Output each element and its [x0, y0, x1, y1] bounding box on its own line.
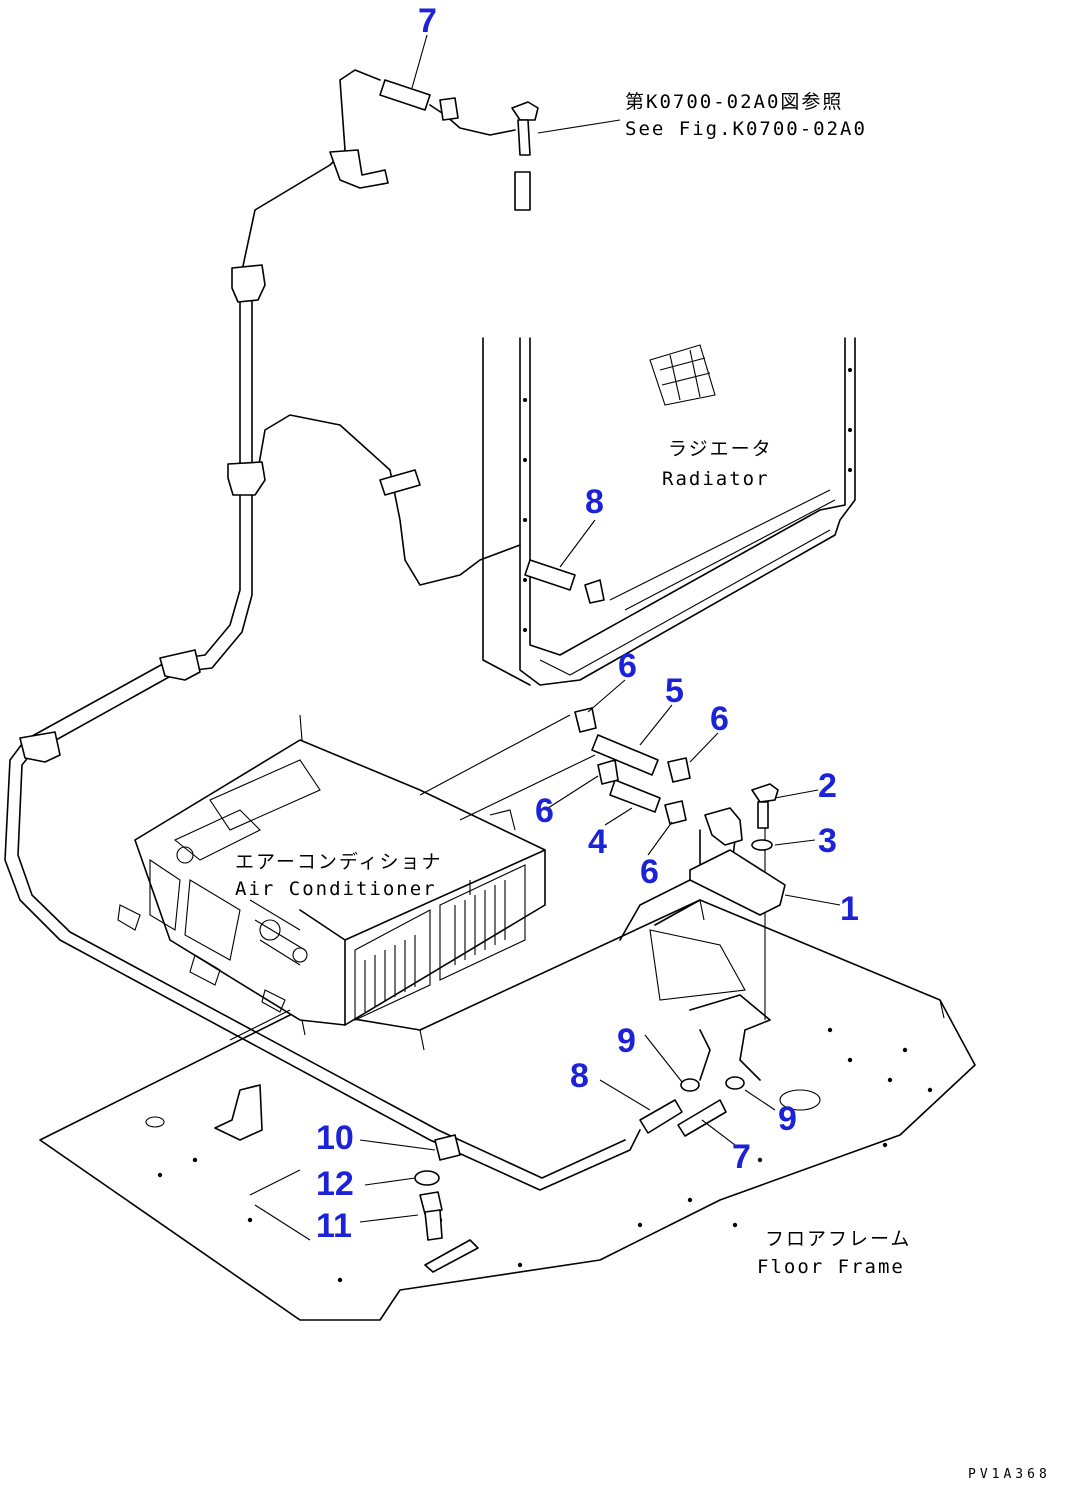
callout-6-b: 6 [710, 700, 729, 738]
air-conditioner-unit [117, 714, 546, 1026]
callout-10: 10 [316, 1119, 354, 1157]
callout-5: 5 [665, 672, 684, 710]
pipe-clamps [19, 149, 461, 1161]
aircon-label-en: Air Conditioner [235, 878, 437, 900]
callout-7-top: 7 [418, 2, 437, 40]
part-callouts: 7 8 6 5 6 2 6 3 4 6 1 9 8 9 7 10 12 11 [316, 2, 859, 1245]
figure-code: PV1A368 [968, 1467, 1051, 1482]
callout-2: 2 [818, 767, 837, 805]
callout-9-b: 9 [778, 1100, 797, 1138]
radiator [482, 337, 856, 686]
radiator-label-en: Radiator [662, 468, 770, 490]
floor-frame-label-en: Floor Frame [757, 1256, 905, 1278]
callout-4: 4 [588, 823, 607, 861]
reference-note-jp: 第K0700-02A0図参照 [625, 91, 843, 113]
callout-7-bottom: 7 [732, 1138, 751, 1176]
callout-8-bottom: 8 [570, 1057, 589, 1095]
callout-6-d: 6 [640, 853, 659, 891]
callout-3: 3 [818, 822, 837, 860]
small-parts [379, 79, 786, 1241]
callout-12: 12 [316, 1165, 354, 1203]
diagram-labels: 第K0700-02A0図参照 See Fig.K0700-02A0 ラジエータ … [235, 91, 1051, 1482]
callout-9-a: 9 [617, 1022, 636, 1060]
callout-11: 11 [316, 1207, 352, 1245]
reference-note-en: See Fig.K0700-02A0 [625, 118, 867, 140]
radiator-label-jp: ラジエータ [668, 438, 773, 460]
callout-8-top: 8 [585, 483, 604, 521]
callout-1: 1 [840, 890, 859, 928]
floor-frame-label-jp: フロアフレーム [765, 1228, 911, 1250]
callout-6-a: 6 [618, 647, 637, 685]
aircon-label-jp: エアーコンディショナ [235, 851, 443, 873]
callout-6-c: 6 [535, 792, 554, 830]
leader-lines [229, 34, 841, 1223]
floor-frame [39, 899, 976, 1321]
